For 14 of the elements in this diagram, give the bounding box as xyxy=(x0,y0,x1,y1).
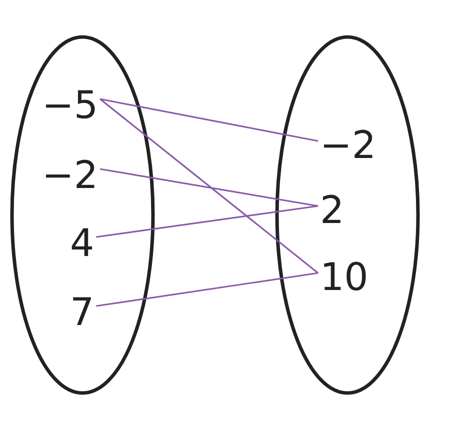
number-label: 4 xyxy=(70,223,94,263)
number-label: −5 xyxy=(42,85,98,125)
number-label: 7 xyxy=(70,292,94,332)
number-label: −2 xyxy=(320,125,376,165)
number-label: 10 xyxy=(320,257,368,297)
connector-line xyxy=(100,98,318,142)
set-ellipse xyxy=(275,35,420,395)
number-label: −2 xyxy=(42,155,98,195)
set-ellipse xyxy=(10,35,155,395)
connector-line xyxy=(96,205,318,238)
connector-line xyxy=(100,98,318,274)
connector-line xyxy=(96,272,318,307)
number-label: 2 xyxy=(320,190,344,230)
connector-line xyxy=(100,168,318,207)
